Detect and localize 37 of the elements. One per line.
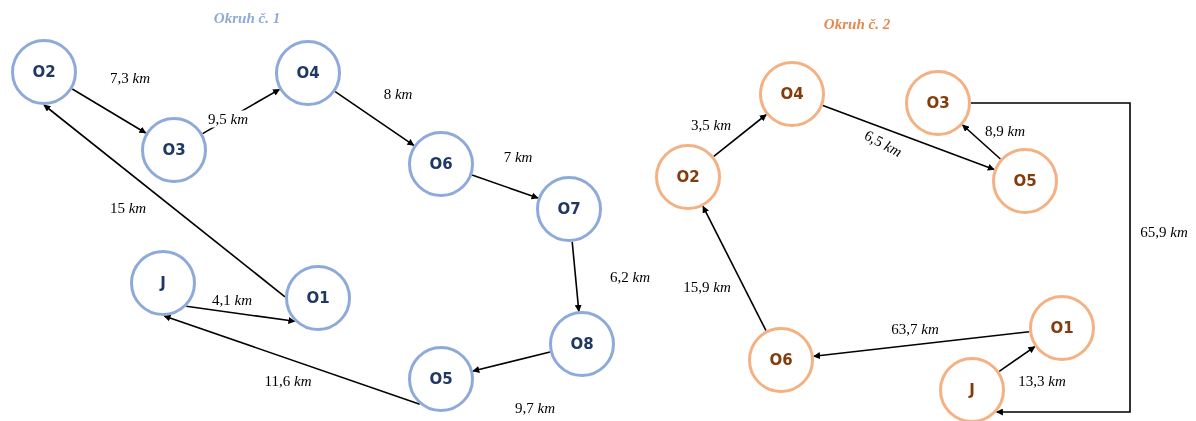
node-label: J xyxy=(160,274,166,292)
arrow xyxy=(571,241,582,312)
arrow xyxy=(185,305,296,324)
arrow xyxy=(822,104,995,171)
node-label: O4 xyxy=(296,64,320,82)
arrow xyxy=(334,90,415,147)
arrow xyxy=(702,205,767,332)
arrow xyxy=(163,314,421,406)
node-circle xyxy=(905,70,971,136)
arrow xyxy=(471,174,539,200)
node-label: O5 xyxy=(429,370,453,388)
node-label: O3 xyxy=(926,94,950,112)
arrow xyxy=(713,113,767,158)
node-label: O2 xyxy=(676,168,700,186)
node-label: O4 xyxy=(780,85,804,103)
arrow xyxy=(472,351,551,373)
node-label: J xyxy=(969,381,975,399)
arrow xyxy=(43,104,286,298)
node-label: O2 xyxy=(32,63,56,81)
node-label: O8 xyxy=(570,335,594,353)
arrow xyxy=(961,124,1002,160)
arrow xyxy=(71,88,147,134)
node-label: O1 xyxy=(306,289,330,307)
node-circle xyxy=(939,357,1005,421)
circuit-title: Okruh č. 1 xyxy=(213,9,281,27)
arrow xyxy=(970,102,1131,416)
node-label: O5 xyxy=(1013,172,1037,190)
node-label: O6 xyxy=(769,351,793,369)
node-label: O1 xyxy=(1050,319,1074,337)
arrow xyxy=(998,345,1036,373)
edge-label: 9,5 km xyxy=(206,110,250,128)
node-circle xyxy=(141,117,207,183)
node-label: O3 xyxy=(162,141,186,159)
arrow xyxy=(813,330,1030,360)
node-label: O6 xyxy=(429,155,453,173)
circuit-title: Okruh č. 2 xyxy=(823,15,891,33)
node-label: O7 xyxy=(557,200,581,218)
